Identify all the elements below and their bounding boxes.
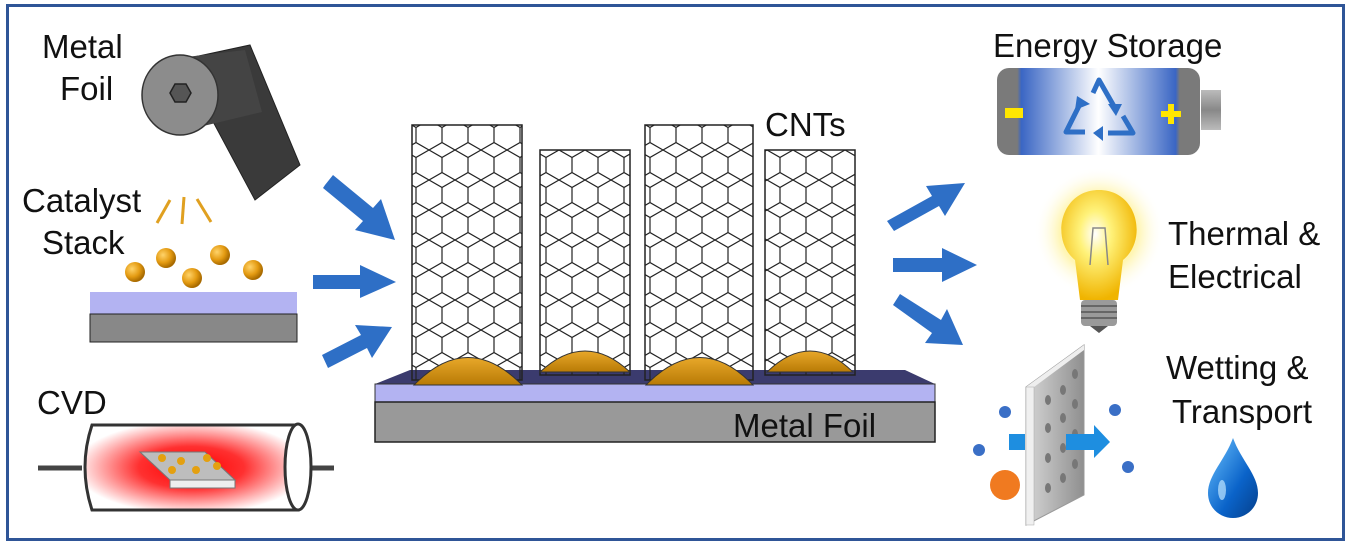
foil-roll-icon [141,44,301,201]
nanotube-2 [538,149,632,376]
label-metal-foil-line1: Metal [42,28,123,65]
figure-frame [6,4,1345,541]
label-cvd: CVD [37,384,107,421]
app-label-wetting-line1: Wetting & [1166,349,1308,386]
catalyst-particles [125,245,263,288]
arrow-in-bottom-icon [322,325,392,368]
app-label-energy-storage: Energy Storage [993,27,1222,64]
app-label-thermal-line1: Thermal & [1168,215,1320,252]
label-cnts: CNTs [765,106,846,143]
sputter-lines-icon [155,196,213,225]
arrow-out-top-icon [887,183,965,231]
arrow-out-middle-icon [893,248,977,282]
label-catalyst-line1: Catalyst [22,182,141,219]
battery-recycle-icon [997,68,1221,155]
label-metal-foil-line2: Foil [60,70,113,107]
catalyst-stack-layers [89,292,298,343]
membrane-transport-icon [973,344,1134,526]
arrow-out-bottom-icon [893,294,963,345]
app-label-thermal-line2: Electrical [1168,258,1302,295]
cnt-forest: Metal Foil [374,124,936,444]
nanotube-4 [764,149,856,376]
cvd-furnace-icon [38,422,334,512]
label-substrate: Metal Foil [733,407,876,444]
output-arrows [887,183,977,345]
light-bulb-icon [1034,167,1164,333]
arrow-in-middle-icon [313,265,396,298]
input-arrows [313,175,396,368]
water-drop-icon [1208,438,1258,518]
nanotube-3 [644,124,755,386]
app-label-wetting-line2: Transport [1172,393,1312,430]
nanotube-1 [411,124,524,386]
label-catalyst-line2: Stack [42,224,125,261]
arrow-in-top-icon [323,175,395,240]
